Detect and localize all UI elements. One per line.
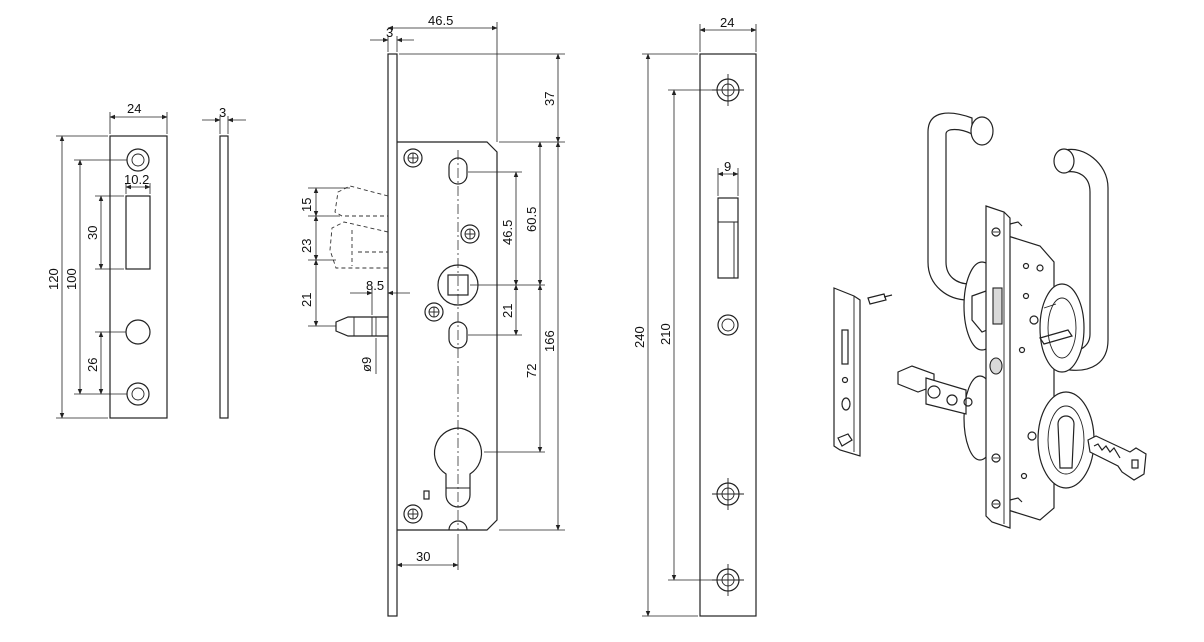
faceplate-outline [699,53,757,617]
euro-cylinder [897,365,973,415]
isometric-lock-case [1007,235,1055,521]
dim-bolt-diameter: ø9 [359,357,374,372]
cylinder-profile [433,427,483,508]
lock-case-outline [397,141,498,531]
dim-strike-thickness: 3 [219,105,226,120]
screw-icon [403,504,423,524]
strike-bottom-hole-counterbore [131,387,145,401]
screw-icon [403,148,423,168]
dim-strike-slot-width: 10.2 [124,172,149,187]
faceplate-front-view: 24 9 240 210 [632,15,757,617]
lower-oval-hole [448,321,468,349]
dim-case-height: 166 [542,330,557,352]
dim-follower-to-top: 60.5 [524,207,539,232]
strike-top-hole-counterbore [131,153,145,167]
isometric-assembly-view [833,112,1147,529]
upper-oval-hole [448,157,468,185]
dim-follower-to-lower-hole: 21 [500,304,515,318]
deadbolt [335,316,388,337]
dim-strike-lower-spacing: 26 [85,358,100,372]
screw-icon [424,302,444,322]
dim-latch-upper: 15 [299,198,314,212]
latch-retracted-lower [329,221,389,269]
dim-follower-to-cylinder: 72 [524,364,539,378]
dim-strike-height: 120 [46,268,61,290]
dim-strike-slot-height: 30 [85,226,100,240]
dim-faceplate-length: 240 [632,326,647,348]
dim-latch-slot-width: 9 [724,159,731,174]
isometric-faceplate [985,205,1023,529]
dim-top-offset: 37 [542,92,557,106]
faceplate-bolt-hole [717,314,739,336]
key-icon [1087,435,1147,481]
dim-latch-middle: 23 [299,239,314,253]
faceplate-latch-slot [717,197,739,279]
dim-faceplate-thickness: 3 [386,25,393,40]
dim-faceplate-width: 24 [720,15,734,30]
bottom-notch [448,520,468,531]
dim-follower-to-screw: 46.5 [500,220,515,245]
dim-latch-projection: 8.5 [366,278,384,293]
dim-strike-width: 24 [127,101,141,116]
strike-plate-outline [109,135,168,419]
strike-side-outline [219,135,229,419]
dim-latch-lower: 21 [299,293,314,307]
strike-bolt-hole [125,319,151,345]
isometric-strike-plate [833,287,893,457]
dim-strike-hole-spacing: 100 [64,268,79,290]
strike-plate-side-view: 3 [202,105,246,419]
dim-backset-width: 46.5 [428,13,453,28]
lower-lever-handle [1053,148,1109,371]
strike-top-hole [126,148,150,172]
strike-latch-slot [125,195,151,270]
latch-retracted-outline [334,185,389,217]
dim-faceplate-hole-spacing: 210 [658,323,673,345]
strike-plate-front-view: 24 120 100 10.2 30 26 [46,101,168,419]
small-indicator-slot [423,490,430,500]
screw-icon [460,224,480,244]
strike-bottom-hole [126,382,150,406]
follower-square [447,274,469,296]
dim-cylinder-backset: 30 [416,549,430,564]
lock-body-view: 3 46.5 37 166 60.5 72 46.5 21 [299,13,565,617]
lock-faceplate-strip [387,53,398,617]
